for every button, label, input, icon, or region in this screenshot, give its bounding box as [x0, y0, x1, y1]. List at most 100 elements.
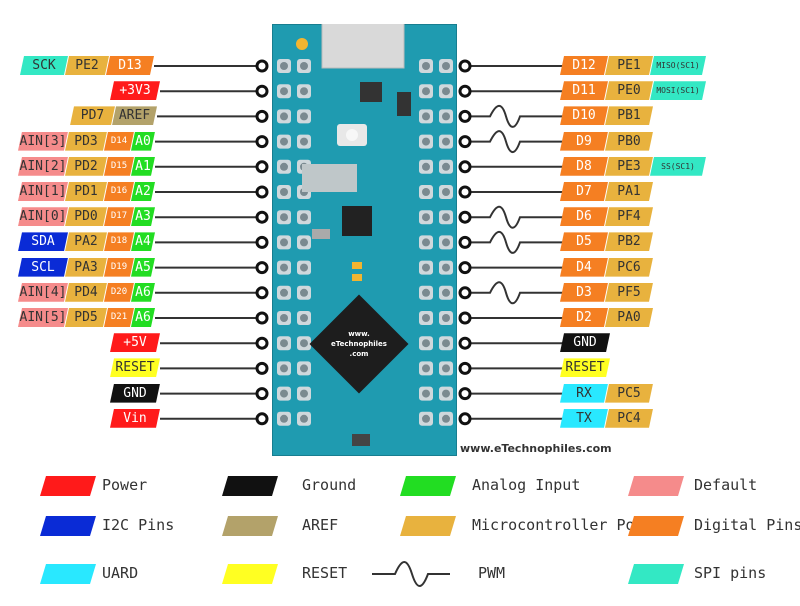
- left-pin-15-label: Vin: [110, 409, 160, 428]
- left-pin-11-label: AIN[5]: [19, 310, 67, 325]
- right-pin-11-label: PA0: [605, 308, 653, 327]
- left-pin-terminal: [255, 361, 269, 375]
- left-pin-10-label: D20: [104, 283, 134, 302]
- legend-label: RESET: [302, 564, 348, 582]
- right-pin-1-label: D12: [560, 56, 608, 75]
- left-pin-terminal: [255, 311, 269, 325]
- left-pin-terminal: [255, 286, 269, 300]
- legend-label: Digital Pins: [694, 516, 800, 534]
- legend-swatch-ground: [222, 476, 278, 496]
- left-pin-9-label: SCL: [18, 258, 68, 277]
- right-pin-15-label: TX: [560, 409, 608, 428]
- left-pin-terminal: [255, 261, 269, 275]
- legend-swatch-uart: [40, 564, 96, 584]
- legend-swatch-port: [400, 516, 456, 536]
- right-pin-terminal: [458, 286, 472, 300]
- left-pin-terminal: [255, 109, 269, 123]
- legend-pwm-symbol: [372, 561, 450, 587]
- left-pin-8-label: SDA: [18, 232, 68, 251]
- legend-label: Default: [694, 476, 758, 494]
- right-pin-7-label: D6: [560, 207, 608, 226]
- left-pin-13-label: RESET: [110, 358, 160, 377]
- right-pin-4-label: D9: [560, 132, 608, 151]
- right-pin-terminal: [458, 311, 472, 325]
- legend-swatch-reset: [222, 564, 278, 584]
- legend-label: SPI pins: [694, 564, 767, 582]
- right-pin-14-label: RX: [560, 384, 608, 403]
- legend-label: Analog Input: [472, 476, 581, 494]
- left-pin-6-label: A2: [131, 182, 155, 201]
- website-label: www.eTechnophiles.com: [460, 442, 612, 455]
- left-pin-1-label: SCK: [20, 56, 68, 75]
- left-pin-9-label: D19: [104, 258, 134, 277]
- legend-swatch-analog: [400, 476, 456, 496]
- right-pin-10-label: PF5: [605, 283, 653, 302]
- left-pin-8-label: D18: [104, 232, 134, 251]
- legend-swatch-spi: [628, 564, 684, 584]
- legend-label: PWM: [478, 564, 506, 582]
- left-pin-9-label: PA3: [65, 258, 107, 277]
- left-pin-12-label: +5V: [110, 333, 160, 352]
- left-pin-10-label: A6: [131, 283, 155, 302]
- left-pin-11-label: D21: [104, 308, 134, 327]
- left-pin-3-label: AREF: [112, 106, 157, 125]
- left-pin-6-label: AIN[1]: [19, 184, 67, 199]
- right-pin-4-label: PB0: [605, 132, 653, 151]
- left-pin-terminal: [255, 160, 269, 174]
- left-pin-11-label: PD5: [65, 308, 107, 327]
- right-pin-1-label: PE1: [605, 56, 653, 75]
- left-pin-2-label: +3V3: [110, 81, 160, 100]
- right-pin-2-label: PE0: [605, 81, 653, 100]
- left-pin-5-label: D15: [104, 157, 134, 176]
- left-pin-terminal: [255, 84, 269, 98]
- right-pin-3-label: PB1: [605, 106, 653, 125]
- left-pin-terminal: [255, 387, 269, 401]
- left-pin-7-label: D17: [104, 207, 134, 226]
- left-pin-6-label: D16: [104, 182, 134, 201]
- left-pin-terminal: [255, 185, 269, 199]
- right-pin-terminal: [458, 135, 472, 149]
- left-pin-terminal: [255, 235, 269, 249]
- left-pin-3-label: PD7: [70, 106, 115, 125]
- arduino-board: www.eTechnophiles.com: [271, 21, 458, 457]
- left-pin-7-label: AIN[0]: [19, 209, 67, 225]
- left-pin-terminal: [255, 412, 269, 426]
- legend-label: I2C Pins: [102, 516, 175, 534]
- legend-swatch-i2c: [40, 516, 96, 536]
- left-pin-4-label: D14: [104, 132, 134, 151]
- left-pin-4-label: PD3: [65, 132, 107, 151]
- right-pin-5-label: D8: [560, 157, 608, 176]
- chip-text-line: .com: [350, 350, 369, 358]
- legend-swatch-power: [40, 476, 96, 496]
- left-pin-terminal: [255, 336, 269, 350]
- left-pin-5-label: AIN[2]: [19, 158, 67, 174]
- right-pin-6-label: PA1: [605, 182, 653, 201]
- legend-label: Microcontroller Port: [472, 516, 653, 534]
- right-pin-pwm-wire: [465, 205, 563, 229]
- right-pin-3-label: D10: [560, 106, 608, 125]
- right-pin-13-label: RESET: [560, 358, 610, 377]
- right-pin-15-label: PC4: [605, 409, 653, 428]
- right-pin-terminal: [458, 185, 472, 199]
- left-pin-8-label: A4: [131, 232, 155, 251]
- chip-text-line: www.: [348, 330, 370, 338]
- left-pin-5-label: PD2: [65, 157, 107, 176]
- right-pin-11-label: D2: [560, 308, 608, 327]
- left-pin-4-label: AIN[3]: [19, 133, 67, 149]
- right-pin-terminal: [458, 84, 472, 98]
- left-pin-4-label: A0: [131, 132, 155, 151]
- left-pin-10-label: PD4: [65, 283, 107, 302]
- left-pin-6-label: PD1: [65, 182, 107, 201]
- right-pin-terminal: [458, 412, 472, 426]
- right-pin-terminal: [458, 160, 472, 174]
- left-pin-1-label: PE2: [65, 56, 109, 75]
- right-pin-terminal: [458, 109, 472, 123]
- left-pin-7-label: A3: [131, 207, 155, 226]
- right-pin-9-label: PC6: [605, 258, 653, 277]
- right-pin-terminal: [458, 261, 472, 275]
- left-pin-8-label: PA2: [65, 232, 107, 251]
- legend-swatch-digital: [628, 516, 684, 536]
- right-pin-terminal: [458, 210, 472, 224]
- right-pin-terminal: [458, 361, 472, 375]
